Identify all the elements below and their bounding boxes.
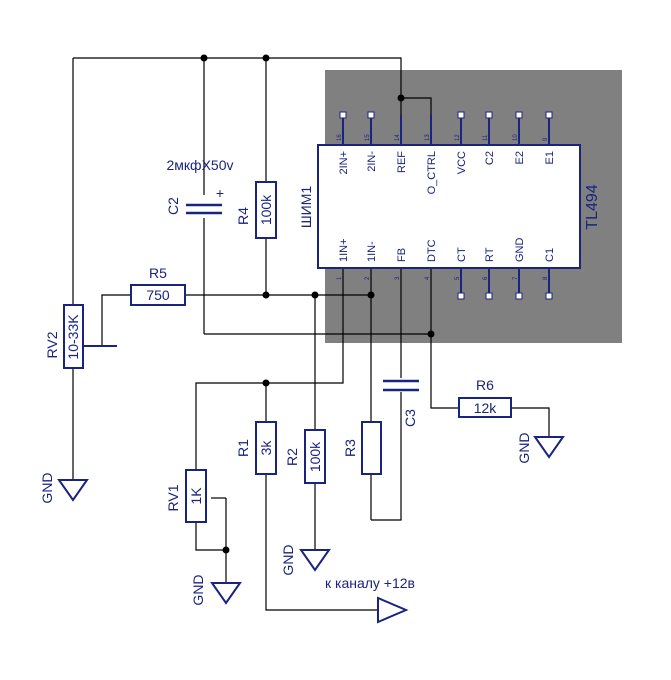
gnd-symbol-rv1: GND <box>190 574 242 606</box>
junction-dot <box>222 546 230 554</box>
junction-dot <box>262 54 270 62</box>
r2-value: 100k <box>307 441 323 472</box>
pin-label: E2 <box>514 151 526 164</box>
r1-label: R1 <box>235 439 251 457</box>
chip-top-pins <box>339 111 553 145</box>
r5-label: R5 <box>149 265 167 281</box>
gnd-symbol-r6: GND <box>516 432 565 464</box>
chip-tl494: 16 15 14 13 12 11 10 9 1 2 3 4 5 6 7 8 2… <box>298 111 601 300</box>
chip-bottom-pins <box>457 268 553 300</box>
rv2-label: RV2 <box>44 331 60 358</box>
chip-name-label: ШИМ1 <box>298 186 314 229</box>
potentiometer-rv1: 1K RV1 <box>165 469 207 523</box>
pin-label: VCC <box>456 151 468 174</box>
pin-label: FB <box>396 248 408 262</box>
r6-label: R6 <box>476 377 494 393</box>
c2-polarity: + <box>216 185 224 201</box>
r6-value: 12k <box>474 400 498 416</box>
pin-number: 3 <box>395 276 401 280</box>
pin-label: C1 <box>544 248 556 262</box>
junction-dot <box>427 330 435 338</box>
pin-number: 14 <box>395 134 401 141</box>
c2-label: C2 <box>165 197 181 215</box>
c2-value: 2мкфX50v <box>167 157 234 173</box>
pin-label: 2IN+ <box>338 151 350 175</box>
rv1-label: RV1 <box>165 484 181 511</box>
junction-dot <box>311 291 319 299</box>
pin-label: C2 <box>484 151 496 165</box>
wires <box>72 57 550 611</box>
c3-label: C3 <box>402 409 418 427</box>
output-arrow: к каналу +12в <box>325 575 415 624</box>
gnd-symbol-r2: GND <box>280 544 331 576</box>
r4-value: 100k <box>258 194 274 225</box>
resistor-r5: 750 R5 <box>130 265 186 306</box>
pin-label: GND <box>514 238 526 263</box>
pin-number: 16 <box>337 134 343 141</box>
pin-number: 4 <box>425 276 431 280</box>
pin-label: RT <box>484 247 496 262</box>
pin-number: 2 <box>365 276 371 280</box>
resistor-r2: 100k R2 <box>284 429 326 484</box>
pin-label: 1IN+ <box>338 238 350 262</box>
pin-label: CT <box>456 247 468 262</box>
chip-body <box>317 144 581 269</box>
pin-label: DTC <box>426 239 438 262</box>
gnd-label: GND <box>280 544 296 575</box>
resistor-r6: 12k R6 <box>458 377 512 418</box>
resistor-r1: 3k R1 <box>235 421 277 475</box>
gnd-label: GND <box>516 432 532 463</box>
junction-dot <box>397 94 405 102</box>
pin-number: 13 <box>425 134 431 141</box>
capacitor-c2: + 2мкфX50v C2 <box>165 157 233 215</box>
junction-dots <box>200 54 435 554</box>
gnd-label: GND <box>190 574 206 605</box>
pin-label: 1IN- <box>366 241 378 262</box>
pin-number: 9 <box>543 137 549 141</box>
pin-number: 11 <box>483 134 489 141</box>
pin-number: 7 <box>513 276 519 280</box>
resistor-r3: R3 <box>342 421 382 475</box>
pin-label: REF <box>396 151 408 173</box>
r1-value: 3k <box>258 440 274 456</box>
gnd-symbol-rv2: GND <box>39 472 89 504</box>
rv1-value: 1K <box>188 487 204 505</box>
chip-part-label: TL494 <box>584 184 601 229</box>
pin-label: E1 <box>544 151 556 164</box>
junction-dot <box>262 379 270 387</box>
junction-dot <box>262 291 270 299</box>
pin-number: 10 <box>513 134 519 141</box>
gnd-label: GND <box>39 472 55 503</box>
pin-label: 2IN- <box>366 151 378 172</box>
r4-label: R4 <box>235 207 251 225</box>
pin-number: 8 <box>543 276 549 280</box>
pin-number: 12 <box>455 134 461 141</box>
rv2-value: 10-33K <box>65 314 81 360</box>
junction-dot <box>200 54 208 62</box>
pin-number: 15 <box>365 134 371 141</box>
resistor-r4: 100k R4 <box>235 181 277 239</box>
r2-label: R2 <box>284 448 300 466</box>
pin-label: O_CTRL <box>426 151 438 194</box>
pin-number: 5 <box>455 276 461 280</box>
potentiometer-rv2: 10-33K RV2 <box>44 304 117 369</box>
r5-value: 750 <box>146 287 170 303</box>
junction-dot <box>367 291 375 299</box>
r3-label: R3 <box>342 439 358 457</box>
capacitor-c3: C3 <box>383 379 419 427</box>
pin-number: 1 <box>337 276 343 280</box>
pin-number: 6 <box>483 276 489 280</box>
output-label: к каналу +12в <box>325 575 415 591</box>
